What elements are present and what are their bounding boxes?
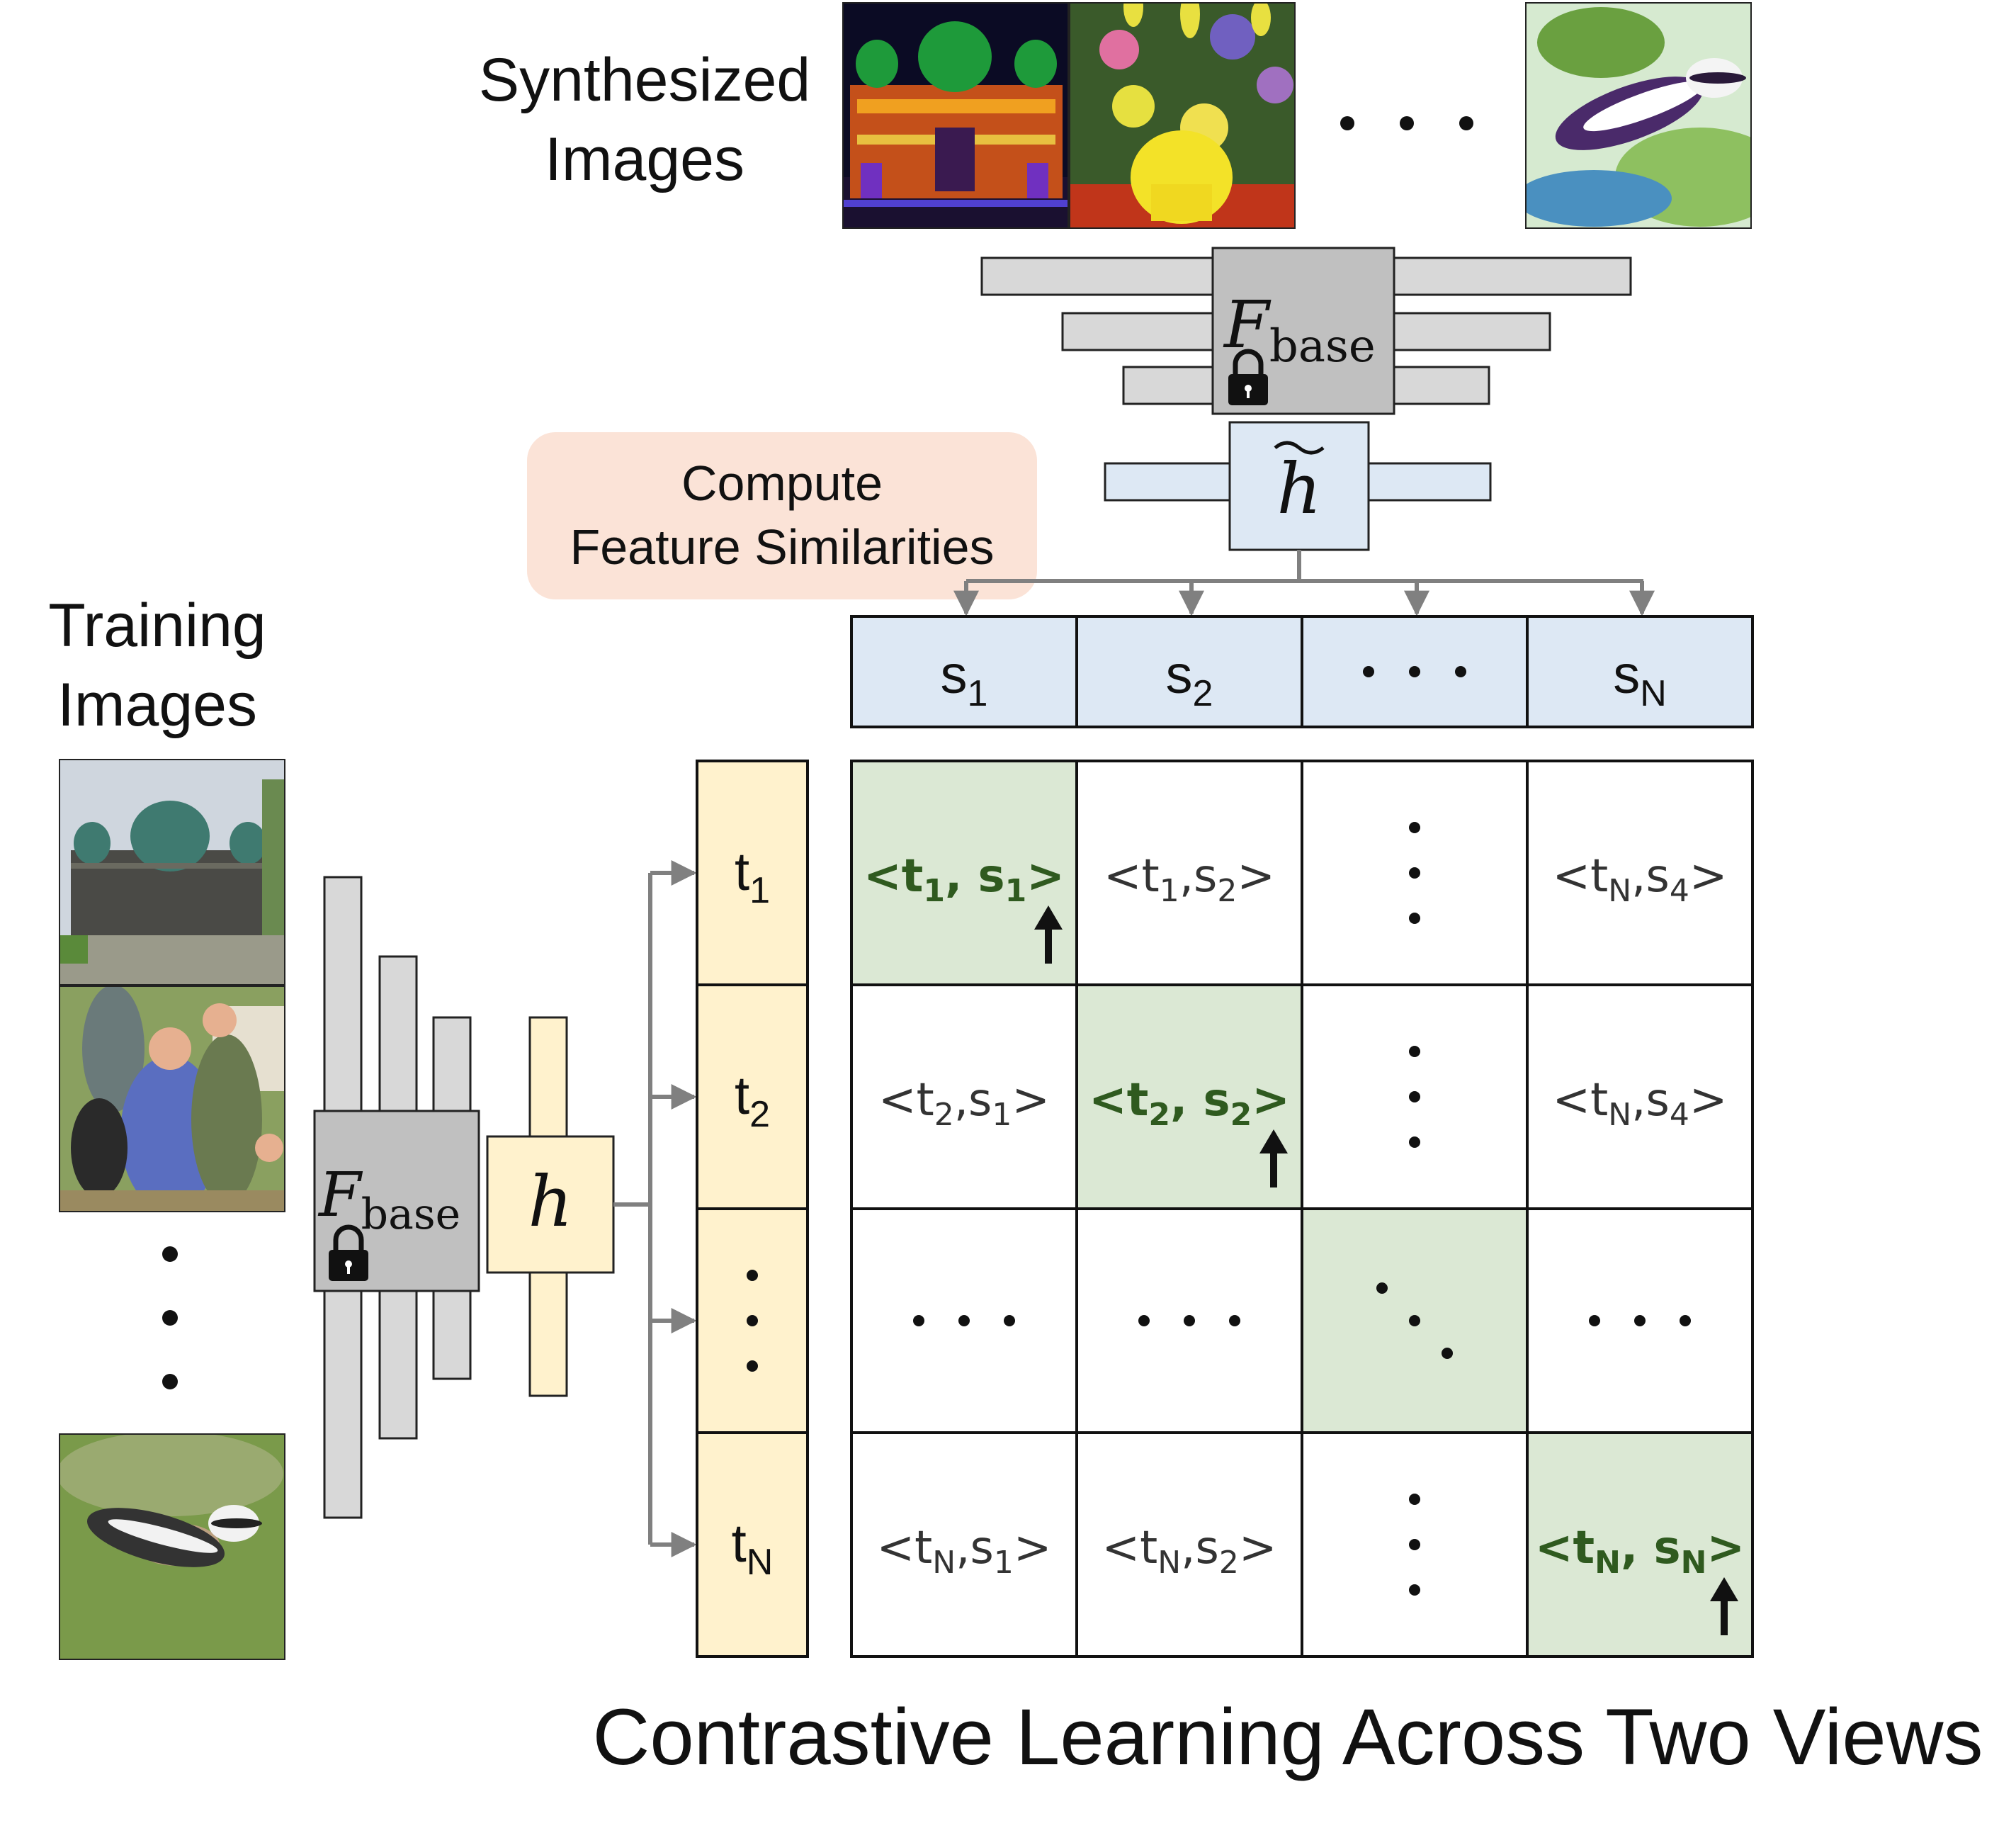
- similarity-pair-label: <tN,s1>: [877, 1522, 1052, 1581]
- matrix-cell: [1301, 1431, 1529, 1658]
- s-cell: s2: [1075, 615, 1303, 728]
- similarity-pair-label: <tN,s4>: [1553, 1074, 1728, 1133]
- t-cell: t1: [696, 760, 809, 986]
- t-distribution-arrows: [613, 860, 697, 1557]
- svg-text:t1: t1: [735, 842, 770, 911]
- tilde-mark: [1274, 441, 1325, 455]
- s-cell: s1: [850, 615, 1078, 728]
- synthesized-label-line2: Images: [545, 125, 744, 193]
- training-dots: [162, 1246, 178, 1389]
- svg-text:s1: s1: [941, 645, 988, 714]
- s-row: s1 s2 sN: [850, 615, 1754, 728]
- training-label-line1: Training: [48, 592, 266, 660]
- bottom-title: Contrastive Learning Across Two Views: [592, 1693, 1983, 1781]
- t-column: t1 t2 tN: [696, 760, 809, 1658]
- fbase-left-encoder: Fbase: [313, 876, 480, 1519]
- lock-icon: [1228, 349, 1268, 405]
- similarity-matrix: <t1, s1> <t1,s2> <tN,s4> <t2,s1> <t2, s2> <tN…: [850, 760, 1754, 1658]
- synthesized-image-flowers: [1070, 3, 1295, 228]
- fbase-top-label: Fbase: [1223, 287, 1376, 373]
- up-arrow-icon: [1710, 1577, 1738, 1635]
- matrix-cell: <t2,s1>: [850, 983, 1078, 1210]
- matrix-cell: [1301, 760, 1529, 986]
- synthesized-dots: [1340, 116, 1473, 130]
- similarity-pair-label: <tN,s4>: [1553, 850, 1728, 909]
- svg-text:t2: t2: [735, 1066, 770, 1135]
- similarity-pair-label: <t1,s2>: [1104, 850, 1275, 909]
- similarity-pair-label: <tN, sN>: [1535, 1522, 1745, 1581]
- h-box: [486, 1135, 615, 1274]
- svg-text:tN: tN: [732, 1513, 774, 1583]
- t-cell-dots: [696, 1207, 809, 1434]
- h-label: h: [528, 1162, 572, 1243]
- up-arrow-icon: [1259, 1129, 1288, 1187]
- matrix-cell: <t2, s2>: [1075, 983, 1303, 1210]
- matrix-cell: [850, 1207, 1078, 1434]
- compute-callout-box: [527, 432, 1037, 599]
- h-projection: h: [486, 1016, 615, 1397]
- fbase-left-label: Fbase: [317, 1160, 460, 1239]
- lock-icon: [329, 1224, 368, 1281]
- synthesized-image-cathedral: [843, 3, 1068, 228]
- s-cell-dots: [1301, 615, 1529, 728]
- matrix-cell: <tN,s4>: [1526, 760, 1754, 986]
- t-cell: tN: [696, 1431, 809, 1658]
- matrix-cell: <tN,s1>: [850, 1431, 1078, 1658]
- training-label-line2: Images: [57, 671, 257, 739]
- svg-text:s2: s2: [1166, 645, 1213, 714]
- matrix-cell: <t1, s1>: [850, 760, 1078, 986]
- h-tilde-label: h: [1276, 449, 1321, 530]
- matrix-cell: [1075, 1207, 1303, 1434]
- synthesized-label-line1: Synthesized: [479, 46, 811, 114]
- s-cell: sN: [1526, 615, 1754, 728]
- matrix-cell: <t1,s2>: [1075, 760, 1303, 986]
- similarity-pair-label: <t1, s1>: [863, 850, 1065, 909]
- training-image-botero: [60, 986, 285, 1212]
- svg-text:sN: sN: [1613, 645, 1667, 714]
- s-distribution-arrows: [953, 550, 1655, 616]
- compute-label-line1: Compute: [681, 456, 883, 511]
- synthesized-label: Synthesized Images: [479, 46, 811, 193]
- matrix-cell: <tN, sN>: [1526, 1431, 1754, 1658]
- compute-similarities-callout: Compute Feature Similarities: [527, 432, 1037, 599]
- training-image-badger: [60, 1434, 285, 1659]
- matrix-cell: <tN,s4>: [1526, 983, 1754, 1210]
- matrix-cell: [1301, 1207, 1529, 1434]
- h-tilde-box: [1228, 421, 1370, 551]
- training-image-cathedral: [60, 760, 285, 985]
- up-arrow-icon: [1034, 905, 1063, 964]
- training-label: Training Images: [48, 592, 266, 739]
- t-cell: t2: [696, 983, 809, 1210]
- h-tilde-projection: h: [1104, 421, 1492, 551]
- matrix-cell: [1301, 983, 1529, 1210]
- matrix-cell: <tN,s2>: [1075, 1431, 1303, 1658]
- matrix-cell: [1526, 1207, 1754, 1434]
- similarity-pair-label: <t2,s1>: [878, 1074, 1050, 1133]
- fbase-top-encoder: Fbase: [980, 247, 1632, 415]
- similarity-pair-label: <tN,s2>: [1102, 1522, 1277, 1581]
- similarity-pair-label: <t2, s2>: [1089, 1074, 1290, 1133]
- synthesized-image-badger: [1526, 3, 1751, 228]
- compute-label-line2: Feature Similarities: [570, 519, 994, 575]
